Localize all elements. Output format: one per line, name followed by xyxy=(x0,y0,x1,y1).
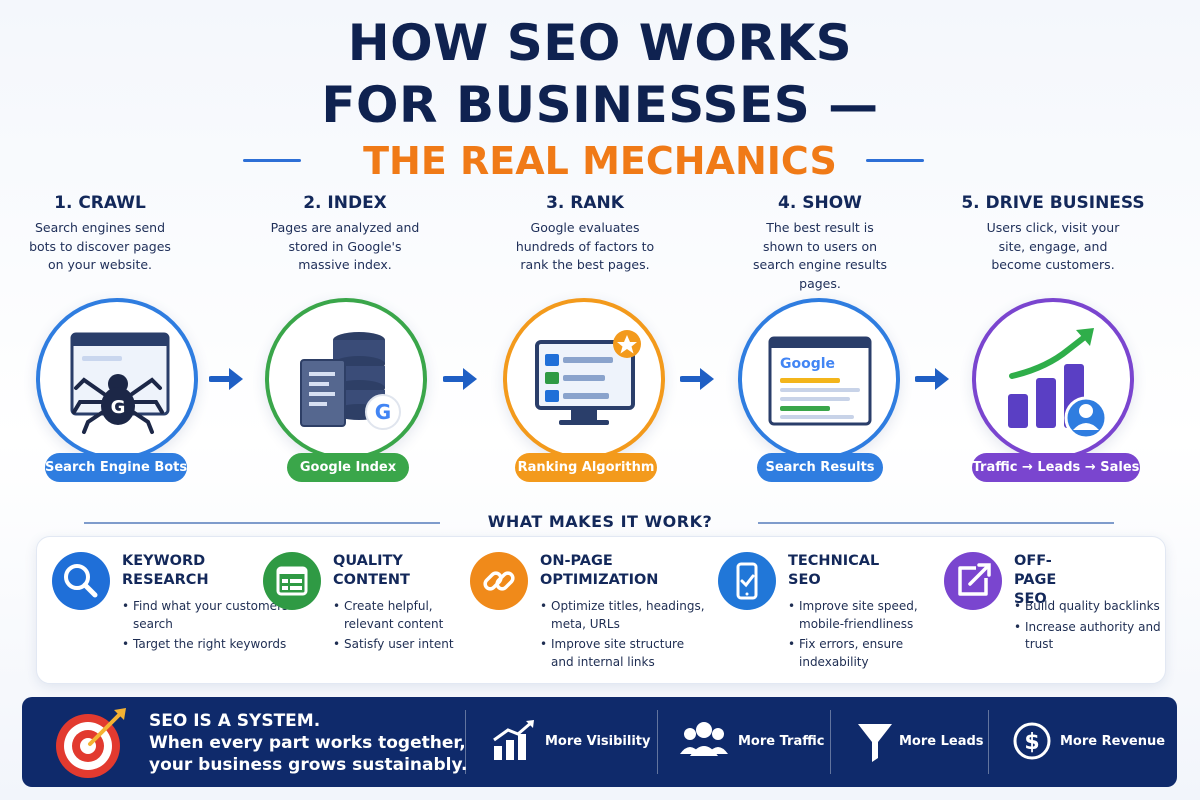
dollar-icon: $ xyxy=(1013,722,1051,760)
benefit-more-visibility: More Visibility xyxy=(490,718,650,764)
page-title: HOW SEO WORKS FOR BUSINESSES — xyxy=(0,12,1200,136)
benefit-more-revenue: $ More Revenue xyxy=(1012,718,1166,764)
show-circle: Google xyxy=(738,298,900,460)
factor-bullets: Improve site speed, mobile-friendliness … xyxy=(788,598,948,674)
target-icon xyxy=(56,708,126,778)
step-crawl: 1. CRAWL Search engines send bots to dis… xyxy=(0,193,200,275)
label-search-results: Search Results xyxy=(757,453,883,482)
link-icon xyxy=(483,571,515,591)
list-item: Fix errors, ensure indexability xyxy=(788,636,948,671)
step-show: 4. SHOW The best result is shown to user… xyxy=(720,193,920,293)
banner-divider xyxy=(657,710,658,774)
factor-bullets: Optimize titles, headings, meta, URLs Im… xyxy=(540,598,708,674)
step-description: Users click, visit your site, engage, an… xyxy=(986,220,1120,272)
factor-title: TECHNICAL SEO xyxy=(788,553,880,588)
benefit-label: More Leads xyxy=(899,734,984,749)
step-rank: 3. RANK Google evaluates hundreds of fac… xyxy=(485,193,685,275)
page-subtitle: THE REAL MECHANICS xyxy=(363,139,837,183)
external-link-icon xyxy=(958,563,991,596)
spider-icon: G xyxy=(70,332,170,434)
mobile-check-icon xyxy=(736,562,758,600)
factor-icon-bg xyxy=(52,552,110,610)
svg-text:G: G xyxy=(375,400,391,424)
list-item: Create helpful, relevant content xyxy=(333,598,473,633)
banner-line-3: your business grows sustainably. xyxy=(149,755,468,775)
subtitle-rule-left xyxy=(243,159,301,162)
step-title: 4. SHOW xyxy=(778,193,862,213)
database-icon: G xyxy=(300,332,401,430)
content-icon xyxy=(276,566,308,596)
arrow-right-icon xyxy=(209,368,243,390)
list-item: Increase authority and trust xyxy=(1014,619,1164,654)
step-title: 1. CRAWL xyxy=(54,193,146,213)
list-item: Improve site structure and internal link… xyxy=(540,636,708,671)
banner-message: SEO IS A SYSTEM. When every part works t… xyxy=(149,710,467,776)
benefit-more-traffic: More Traffic xyxy=(676,718,826,764)
list-item: Improve site speed, mobile-friendliness xyxy=(788,598,948,633)
svg-text:Google: Google xyxy=(780,356,835,372)
benefit-label: More Traffic xyxy=(738,734,825,749)
step-description: Search engines send bots to discover pag… xyxy=(29,220,171,272)
magnifier-icon xyxy=(64,564,98,598)
title-line-1: HOW SEO WORKS xyxy=(347,14,853,72)
step-title: 5. DRIVE BUSINESS xyxy=(961,193,1145,213)
banner-line-1: SEO IS A SYSTEM. xyxy=(149,711,321,731)
benefit-label: More Revenue xyxy=(1060,734,1166,749)
arrow-right-icon xyxy=(915,368,949,390)
step-title: 3. RANK xyxy=(546,193,624,213)
label-ranking-algorithm: Ranking Algorithm xyxy=(515,453,657,482)
factor-icon-bg xyxy=(263,552,321,610)
factor-bullets: Build quality backlinks Increase authori… xyxy=(1014,598,1164,657)
label-traffic-leads-sales: Traffic → Leads → Sales xyxy=(972,453,1140,482)
list-item: Optimize titles, headings, meta, URLs xyxy=(540,598,708,633)
factor-icon-bg xyxy=(944,552,1002,610)
factor-title: QUALITY CONTENT xyxy=(333,553,410,588)
step-index: 2. INDEX Pages are analyzed and stored i… xyxy=(245,193,445,275)
banner-line-2: When every part works together, xyxy=(149,733,466,753)
index-circle: G xyxy=(265,298,427,460)
arrow-right-icon xyxy=(443,368,477,390)
factor-icon-bg xyxy=(470,552,528,610)
people-icon xyxy=(680,722,728,756)
svg-text:G: G xyxy=(111,397,126,418)
title-line-2: FOR BUSINESSES — xyxy=(321,76,879,134)
step-description: Google evaluates hundreds of factors to … xyxy=(515,220,655,272)
arrow-right-icon xyxy=(680,368,714,390)
section-rule-right xyxy=(758,522,1114,524)
banner-divider xyxy=(830,710,831,774)
banner-divider xyxy=(465,710,466,774)
factor-icon-bg xyxy=(718,552,776,610)
list-item: Target the right keywords xyxy=(122,636,297,654)
factor-title: KEYWORD RESEARCH xyxy=(122,553,209,588)
benefit-label: More Visibility xyxy=(545,734,651,749)
svg-text:$: $ xyxy=(1024,730,1039,755)
list-item: Build quality backlinks xyxy=(1014,598,1164,616)
funnel-icon xyxy=(858,724,892,762)
crawl-circle: G xyxy=(36,298,198,460)
step-description: Pages are analyzed and stored in Google'… xyxy=(270,220,420,272)
drive-business-circle xyxy=(972,298,1134,460)
list-item: Satisfy user intent xyxy=(333,636,473,654)
step-title: 2. INDEX xyxy=(303,193,387,213)
factor-bullets: Find what your customers search Target t… xyxy=(122,598,297,657)
rank-circle xyxy=(503,298,665,460)
bottom-banner xyxy=(22,697,1177,787)
monitor-ranking-icon xyxy=(535,330,641,425)
factor-title: ON-PAGE OPTIMIZATION xyxy=(540,553,659,588)
list-item: Find what your customers search xyxy=(122,598,297,633)
bar-chart-icon xyxy=(493,720,534,760)
step-drive-business: 5. DRIVE BUSINESS Users click, visit you… xyxy=(953,193,1153,275)
subtitle-rule-right xyxy=(866,159,924,162)
section-title: WHAT MAKES IT WORK? xyxy=(487,512,713,531)
section-rule-left xyxy=(84,522,440,524)
benefit-more-leads: More Leads xyxy=(856,718,986,764)
label-search-engine-bots: Search Engine Bots xyxy=(45,453,187,482)
growth-chart-icon xyxy=(1008,328,1108,440)
factor-bullets: Create helpful, relevant content Satisfy… xyxy=(333,598,473,657)
step-description: The best result is shown to users on sea… xyxy=(753,220,887,291)
label-google-index: Google Index xyxy=(287,453,409,482)
banner-divider xyxy=(988,710,989,774)
search-results-icon: Google xyxy=(768,336,872,426)
